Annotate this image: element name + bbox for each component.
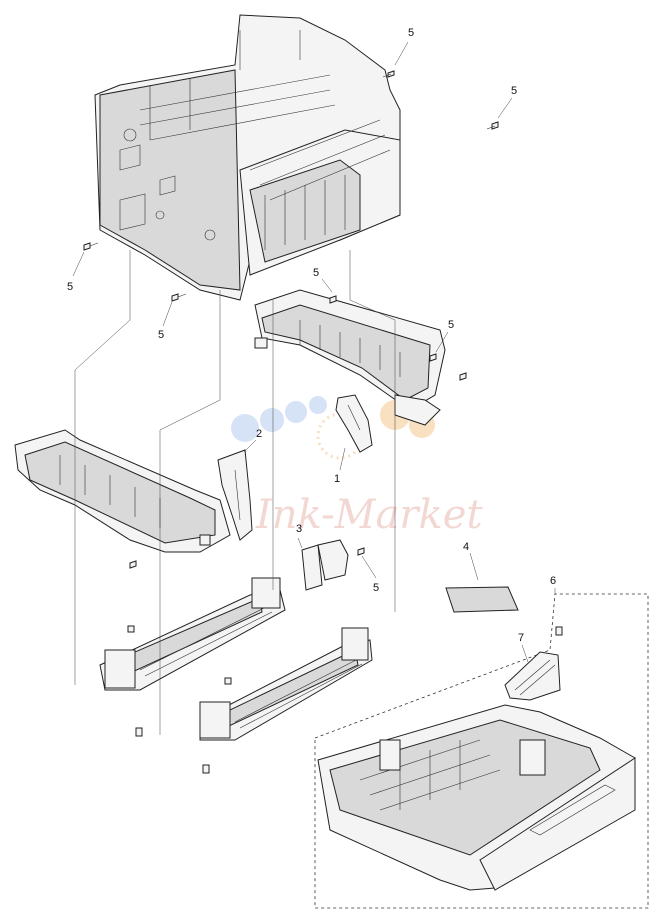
screw-rail-lower-top (224, 677, 232, 685)
screw-rail-lower-bottom (202, 764, 210, 774)
screw-center (357, 547, 377, 579)
explode-line-3 (349, 250, 396, 612)
printer-frame (94, 14, 401, 301)
callout-part-7: 7 (518, 632, 524, 644)
callout-part-1: 1 (334, 473, 340, 485)
callout-5-left: 5 (67, 281, 73, 293)
screw-cassette (555, 626, 563, 636)
screw-top-right-2 (486, 97, 513, 130)
part-4-label-sheet (445, 552, 519, 613)
screw-guide-top (321, 278, 337, 304)
watermark-text: Ink-Market (255, 492, 483, 538)
screw-left-lower (162, 293, 187, 327)
screw-left (72, 242, 99, 277)
screw-rail-upper-bottom (135, 727, 143, 737)
paper-guide-upper (254, 289, 446, 426)
callout-5-guide-top: 5 (313, 267, 319, 279)
callout-5-guide-right: 5 (448, 319, 454, 331)
screw-rail-upper-top (127, 625, 135, 633)
part-2-bracket (217, 439, 257, 541)
paper-guide-left (14, 429, 231, 553)
screw-left-guide (129, 560, 137, 569)
callout-5-center: 5 (373, 582, 379, 594)
callout-part-4: 4 (463, 541, 469, 553)
part-1-bracket (335, 394, 373, 471)
callout-5-top-right-1: 5 (408, 27, 414, 39)
explode-line-2 (159, 290, 221, 735)
rail-upper (99, 577, 286, 691)
screw-top-right-1 (382, 41, 409, 78)
screw-small-right (459, 372, 467, 381)
screw-guide-right (429, 331, 449, 362)
callout-5-left-lower: 5 (158, 329, 164, 341)
rail-lower (199, 627, 373, 741)
callout-5-top-right-2: 5 (511, 85, 517, 97)
callout-part-3: 3 (296, 523, 302, 535)
part-3-bracket (297, 537, 349, 591)
part-7-guide (504, 644, 561, 701)
part-6-paper-cassette (317, 704, 636, 891)
callout-part-2: 2 (256, 428, 262, 440)
callout-part-6: 6 (550, 575, 556, 587)
explode-line-1 (74, 250, 131, 685)
